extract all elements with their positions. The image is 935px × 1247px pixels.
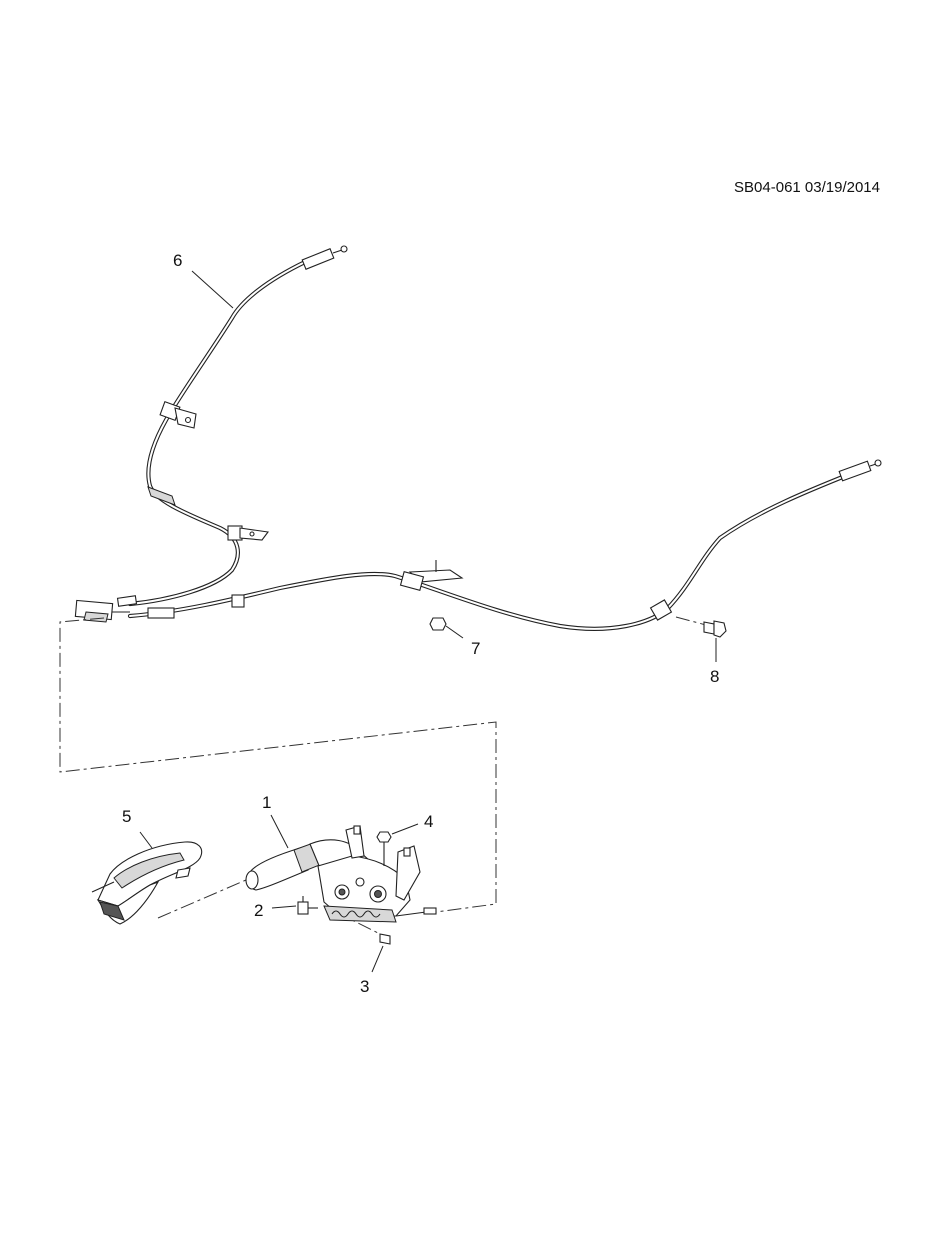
leader-6 xyxy=(191,270,234,309)
callout-4: 4 xyxy=(424,812,433,831)
parking-brake-lever-1 xyxy=(245,814,437,923)
nut-7 xyxy=(429,617,464,639)
switch-2 xyxy=(271,896,318,915)
right-rear-cable xyxy=(74,459,882,631)
document-code: SB04-061 03/19/2014 xyxy=(734,179,880,196)
callout-7: 7 xyxy=(471,639,480,658)
nut-4 xyxy=(376,823,419,866)
callout-5: 5 xyxy=(122,807,131,826)
callout-2: 2 xyxy=(254,901,263,920)
left-rear-cable xyxy=(116,245,348,607)
callout-1: 1 xyxy=(262,793,271,812)
bolt-8 xyxy=(675,616,727,662)
callout-6: 6 xyxy=(173,251,182,270)
handle-cover-5 xyxy=(91,831,203,925)
callout-8: 8 xyxy=(710,667,719,686)
callout-3: 3 xyxy=(360,977,369,996)
bolt-3 xyxy=(371,933,391,973)
